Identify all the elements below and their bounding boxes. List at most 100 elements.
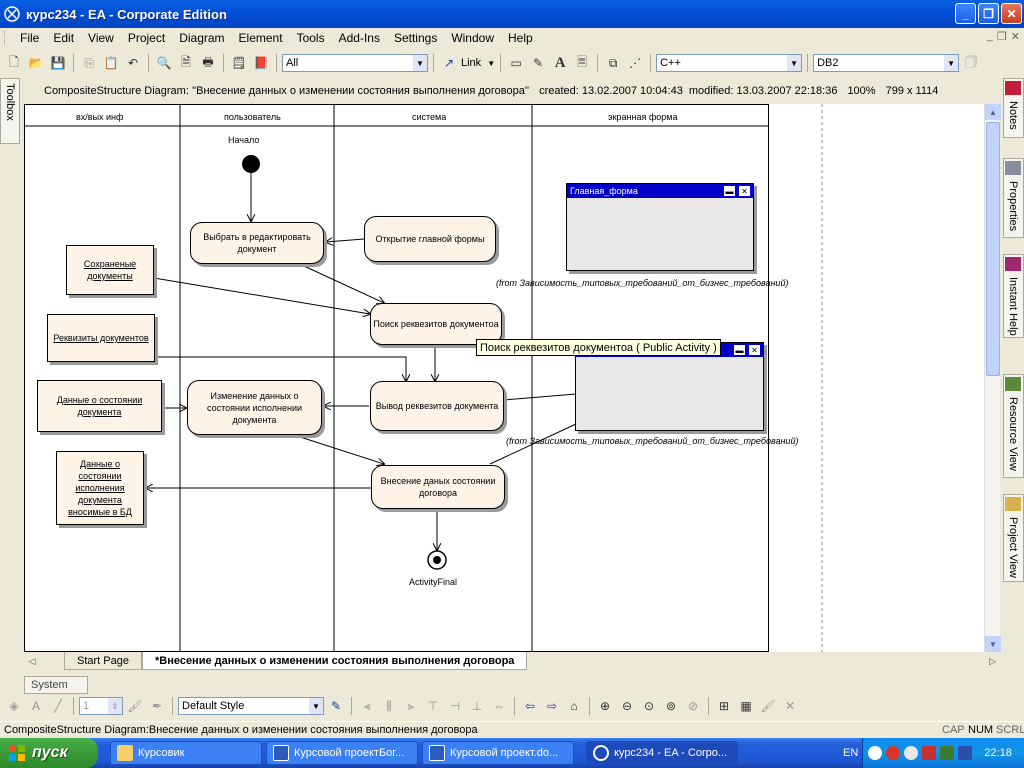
align-middle-icon[interactable]: ⊣ <box>449 699 461 713</box>
tab-start-page[interactable]: Start Page <box>64 652 142 670</box>
align-center-icon[interactable]: ⫼ <box>386 698 392 713</box>
instant-help-tab[interactable]: Instant Help <box>1003 254 1024 338</box>
filter-combo[interactable]: All ▼ <box>282 54 428 72</box>
link-label[interactable]: Link <box>461 57 482 69</box>
project-view-tab[interactable]: Project View <box>1003 494 1024 582</box>
flow-connector[interactable] <box>156 356 406 381</box>
close-button[interactable]: ✕ <box>1001 3 1022 24</box>
delete-icon[interactable]: ✕ <box>784 699 796 713</box>
zoom-out-icon[interactable]: ⊖ <box>621 699 633 713</box>
object-saved-documents[interactable]: Сохраненые документы <box>66 245 154 295</box>
mdi-minimize-icon[interactable]: _ <box>986 30 993 42</box>
object-execution-state-data[interactable]: Данные о состоянии исполнения документа … <box>56 451 144 525</box>
language-indicator[interactable]: EN <box>843 747 859 759</box>
note-element-icon[interactable]: 🗏 <box>577 54 587 69</box>
mdi-restore-icon[interactable]: ❐ <box>996 31 1007 43</box>
flow-connector[interactable] <box>489 423 577 465</box>
undo-icon[interactable]: ↶ <box>127 56 139 70</box>
fill-color-icon[interactable]: ◈ <box>9 699 19 713</box>
task-ea[interactable]: курс234 - EA - Corpo... <box>586 741 738 765</box>
align-top-icon[interactable]: ⊤ <box>427 699 439 713</box>
action-change-state[interactable]: Изменение данных о состоянии исполнении … <box>187 380 322 435</box>
copy-doc-icon[interactable]: 🗍 <box>965 54 978 69</box>
brush-icon[interactable]: 🖌 <box>127 699 143 713</box>
style-combo[interactable]: Default Style ▼ <box>178 697 324 715</box>
system-tab[interactable]: System <box>24 676 88 694</box>
edit-element-icon[interactable]: ✎ <box>533 56 544 70</box>
dashed-line-icon[interactable]: ⋰ <box>629 56 642 70</box>
mdi-close-icon[interactable]: ✕ <box>1010 31 1020 43</box>
notes-tab[interactable]: Notes <box>1003 78 1024 138</box>
menu-edit[interactable]: Edit <box>53 31 75 45</box>
menu-file[interactable]: File <box>20 31 40 45</box>
menu-window[interactable]: Window <box>451 31 494 45</box>
menu-help[interactable]: Help <box>508 31 533 45</box>
scroll-up-icon[interactable]: ▲ <box>985 104 1001 120</box>
print-icon[interactable]: 🖶 <box>202 54 214 69</box>
new-icon[interactable]: 🗋 <box>9 54 19 69</box>
tray-network-icon[interactable] <box>922 746 937 760</box>
menu-tools[interactable]: Tools <box>296 31 325 45</box>
back-icon[interactable]: ⇦ <box>524 699 536 713</box>
zoom-fit-icon[interactable]: ⊙ <box>643 699 655 713</box>
initial-node[interactable] <box>242 155 260 173</box>
rectangle-icon[interactable]: ▭ <box>510 56 522 70</box>
action-output-details[interactable]: Вывод реквезитов документа <box>370 381 504 431</box>
task-word-2[interactable]: Курсовой проект.do... <box>422 741 574 765</box>
link-dropdown-icon[interactable]: ▼ <box>487 58 496 68</box>
language-combo[interactable]: C++ ▼ <box>656 54 803 72</box>
diagram-canvas[interactable]: вх/вых инф пользователь система экранная… <box>24 104 984 652</box>
flow-connector[interactable] <box>293 434 384 464</box>
task-kursovik[interactable]: Курсовик <box>110 741 262 765</box>
start-button[interactable]: пуск <box>0 738 98 768</box>
menu-view[interactable]: View <box>88 31 114 45</box>
database-combo[interactable]: DB2 ▼ <box>813 54 960 72</box>
zoom-in-icon[interactable]: ⊕ <box>599 699 611 713</box>
same-width-icon[interactable]: ⇔ <box>493 699 505 713</box>
properties-tab[interactable]: Properties <box>1003 158 1024 238</box>
paste-icon[interactable]: 📋 <box>103 56 119 70</box>
tab-scroll-right-icon[interactable]: ▷ <box>989 655 996 666</box>
find-icon[interactable]: 🔍 <box>156 56 172 70</box>
align-left-icon[interactable]: ⫷ <box>363 698 371 713</box>
action-enter-data[interactable]: Внесение даных состоянии договора <box>371 465 505 509</box>
line-color-icon[interactable]: ╱ <box>54 699 62 713</box>
zoom-100-icon[interactable]: ⊚ <box>665 699 677 713</box>
document-icon[interactable]: 🗎 <box>181 54 191 69</box>
forward-icon[interactable]: ⇨ <box>546 699 558 713</box>
layout-icon[interactable]: ⊞ <box>718 699 730 713</box>
object-document-details[interactable]: Реквизиты документов <box>47 314 155 362</box>
copy-icon[interactable]: ⎘ <box>84 55 94 70</box>
task-word-1[interactable]: Курсовой проектБог... <box>266 741 418 765</box>
zoom-disabled-icon[interactable]: ⊘ <box>687 699 699 713</box>
align-right-icon[interactable]: ⫸ <box>407 698 415 713</box>
menu-element[interactable]: Element <box>238 31 283 45</box>
font-color-icon[interactable]: A <box>31 699 40 713</box>
menu-add-ins[interactable]: Add-Ins <box>338 31 380 45</box>
menu-project[interactable]: Project <box>127 31 166 45</box>
resource-view-tab[interactable]: Resource View <box>1003 374 1024 478</box>
object-state-data[interactable]: Данные о состоянии документа <box>37 380 162 432</box>
tray-app-icon[interactable] <box>940 746 955 760</box>
link-arrow-icon[interactable]: ↗ <box>443 56 455 70</box>
home-icon[interactable]: ⌂ <box>570 699 578 713</box>
tray-arrow-icon[interactable] <box>868 746 883 760</box>
pen-icon[interactable]: ✒ <box>151 699 163 713</box>
toolbox-tab[interactable]: Toolbox <box>0 78 20 144</box>
flow-connector[interactable] <box>303 265 384 303</box>
scroll-down-icon[interactable]: ▼ <box>985 636 1001 652</box>
note-icon[interactable]: 🗒 <box>231 56 247 70</box>
open-folder-icon[interactable]: 📂 <box>28 56 44 70</box>
tray-volume-icon[interactable] <box>958 746 973 760</box>
text-icon[interactable]: A <box>554 54 566 71</box>
menu-settings[interactable]: Settings <box>393 31 438 45</box>
tray-shield-icon[interactable] <box>904 746 919 760</box>
book-icon[interactable]: 📕 <box>253 56 269 70</box>
scroll-thumb[interactable] <box>986 122 1000 376</box>
flow-connector[interactable] <box>503 393 577 401</box>
tab-active-diagram[interactable]: *Внесение данных о изменении состояния в… <box>141 652 528 670</box>
action-open-main-form[interactable]: Открытие главной формы <box>364 216 496 262</box>
main-form-element[interactable]: Главная_форма ▬✕ <box>566 183 754 271</box>
tab-scroll-left-icon[interactable]: ◁ <box>28 655 36 666</box>
save-icon[interactable]: 💾 <box>50 56 66 70</box>
